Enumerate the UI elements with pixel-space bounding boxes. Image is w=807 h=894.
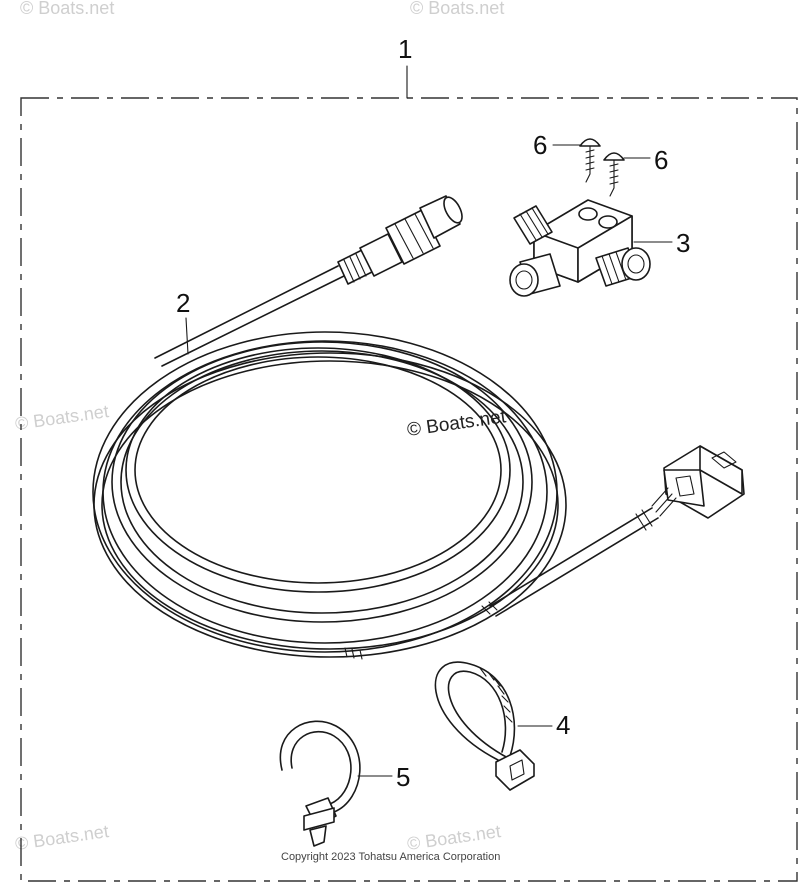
clamp (279, 720, 361, 847)
callout-5: 5 (396, 762, 410, 792)
cable-tie (434, 661, 535, 791)
callout-3: 3 (676, 228, 690, 258)
callout-2-leader (185, 317, 189, 355)
watermark-mid-left: © Boats.net (14, 401, 110, 434)
callout-6-right: 6 (654, 145, 668, 175)
copyright-text: Copyright 2023 Tohatsu America Corporati… (281, 851, 500, 863)
watermark-bottom-left: © Boats.net (14, 821, 110, 854)
watermark-top-center: © Boats.net (410, 0, 504, 18)
tee-connector (509, 199, 651, 297)
watermark-top-left: © Boats.net (20, 0, 114, 18)
callout-4: 4 (556, 710, 570, 740)
kit-boundary (20, 97, 798, 882)
callout-6-left: 6 (533, 130, 547, 160)
screw-left (579, 138, 601, 183)
screw-right (603, 152, 625, 197)
callout-1: 1 (398, 34, 412, 64)
callout-2: 2 (176, 288, 190, 318)
watermark-bottom-center: © Boats.net (406, 821, 502, 854)
cable-connector-male (337, 195, 463, 285)
cable-assembly (92, 195, 745, 660)
cable-connector-plug (651, 445, 745, 519)
